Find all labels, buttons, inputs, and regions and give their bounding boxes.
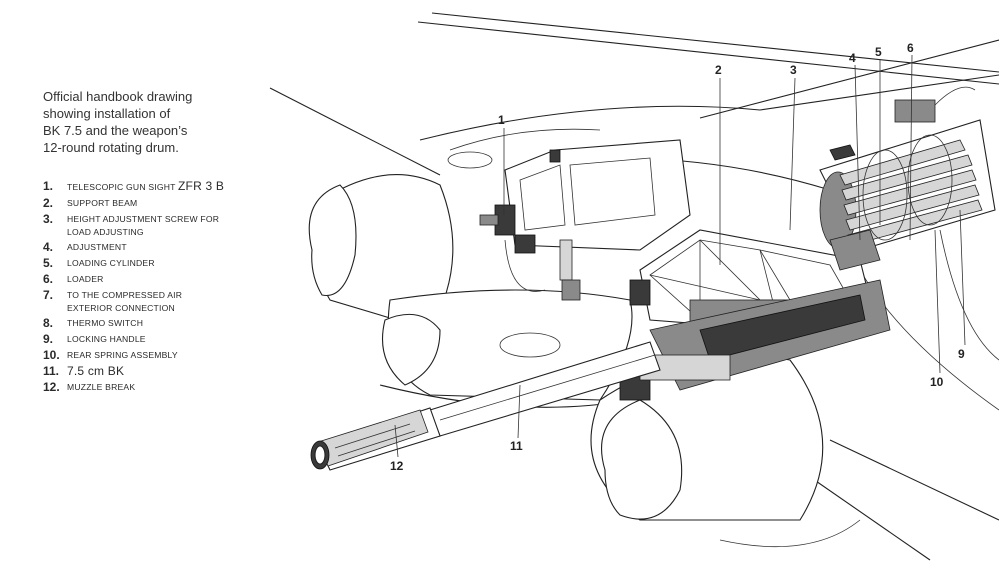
legend-text: To the compressed air xyxy=(67,290,183,300)
legend-item-3: 3. Height adjustment screw for load adjus… xyxy=(43,211,258,239)
legend-text: Loader xyxy=(67,274,104,284)
legend-text: Telescopic gun sight xyxy=(67,182,176,192)
legend-number: 1. xyxy=(43,179,54,193)
callout-leaders xyxy=(394,54,966,458)
legend-item-5: 5. Loading cylinder xyxy=(43,255,258,271)
legend-text: Muzzle break xyxy=(67,382,136,392)
legend-item-9: 9. Locking handle xyxy=(43,331,258,347)
legend-item-12: 12. Muzzle break xyxy=(43,379,258,395)
legend-number: 4. xyxy=(43,240,54,254)
callout-labels: 1 2 3 4 5 6 9 10 11 12 xyxy=(390,41,965,473)
legend-text-line2: exterior connection xyxy=(67,303,175,313)
caption-line: Official handbook drawing xyxy=(43,89,193,104)
legend-text: 7.5 cm BK xyxy=(67,364,125,378)
callout-1: 1 xyxy=(498,113,505,127)
callout-3: 3 xyxy=(790,63,797,77)
legend-text: Support beam xyxy=(67,198,138,208)
legend-number: 7. xyxy=(43,288,54,302)
legend-number: 5. xyxy=(43,256,54,270)
legend-text: Locking handle xyxy=(67,334,146,344)
port-engine-nacelle xyxy=(308,128,601,331)
callout-10: 10 xyxy=(930,375,944,389)
callout-9: 9 xyxy=(958,347,965,361)
parts-legend: 1. Telescopic gun sight ZFR 3 B 2. Suppo… xyxy=(43,178,258,395)
legend-text-extra: ZFR 3 B xyxy=(178,179,225,193)
legend-text: Loading cylinder xyxy=(67,258,155,268)
legend-item-6: 6. Loader xyxy=(43,271,258,287)
legend-item-7: 7. To the compressed air exterior connect… xyxy=(43,287,258,315)
legend-number: 3. xyxy=(43,212,54,226)
rotating-drum-magazine xyxy=(819,86,996,271)
legend-item-10: 10. Rear spring assembly xyxy=(43,347,258,363)
legend-item-1: 1. Telescopic gun sight ZFR 3 B xyxy=(43,178,258,195)
callout-6: 6 xyxy=(907,41,914,55)
legend-text: Adjustment xyxy=(67,242,127,252)
legend-number: 9. xyxy=(43,332,54,346)
legend-number: 10. xyxy=(43,348,60,362)
legend-number: 11. xyxy=(43,364,60,378)
legend-number: 8. xyxy=(43,316,54,330)
legend-text: Height adjustment screw for xyxy=(67,214,220,224)
legend-text: Thermo switch xyxy=(67,318,144,328)
muzzle-brake xyxy=(310,409,429,470)
callout-12: 12 xyxy=(390,459,404,473)
legend-item-2: 2. Support beam xyxy=(43,195,258,211)
legend-number: 12. xyxy=(43,380,60,394)
caption-line: BK 7.5 and the weapon’s xyxy=(43,123,188,138)
legend-number: 2. xyxy=(43,196,54,210)
gun-sight-assembly xyxy=(479,204,581,301)
callout-11: 11 xyxy=(510,439,523,453)
cockpit-canopy xyxy=(504,139,691,251)
caption-line: showing installation of xyxy=(43,106,171,121)
caption-line: 12-round rotating drum. xyxy=(43,140,179,155)
legend-number: 6. xyxy=(43,272,54,286)
gun-barrel xyxy=(310,341,661,471)
legend-item-4: 4. Adjustment xyxy=(43,239,258,255)
caption: Official handbook drawing showing instal… xyxy=(43,88,243,156)
callout-4: 4 xyxy=(849,51,856,65)
legend-item-11: 11. 7.5 cm BK xyxy=(43,363,258,379)
legend-item-8: 8. Thermo switch xyxy=(43,315,258,331)
legend-text-line2: load adjusting xyxy=(67,227,144,237)
legend-text: Rear spring assembly xyxy=(67,350,178,360)
callout-5: 5 xyxy=(875,45,882,59)
callout-2: 2 xyxy=(715,63,722,77)
